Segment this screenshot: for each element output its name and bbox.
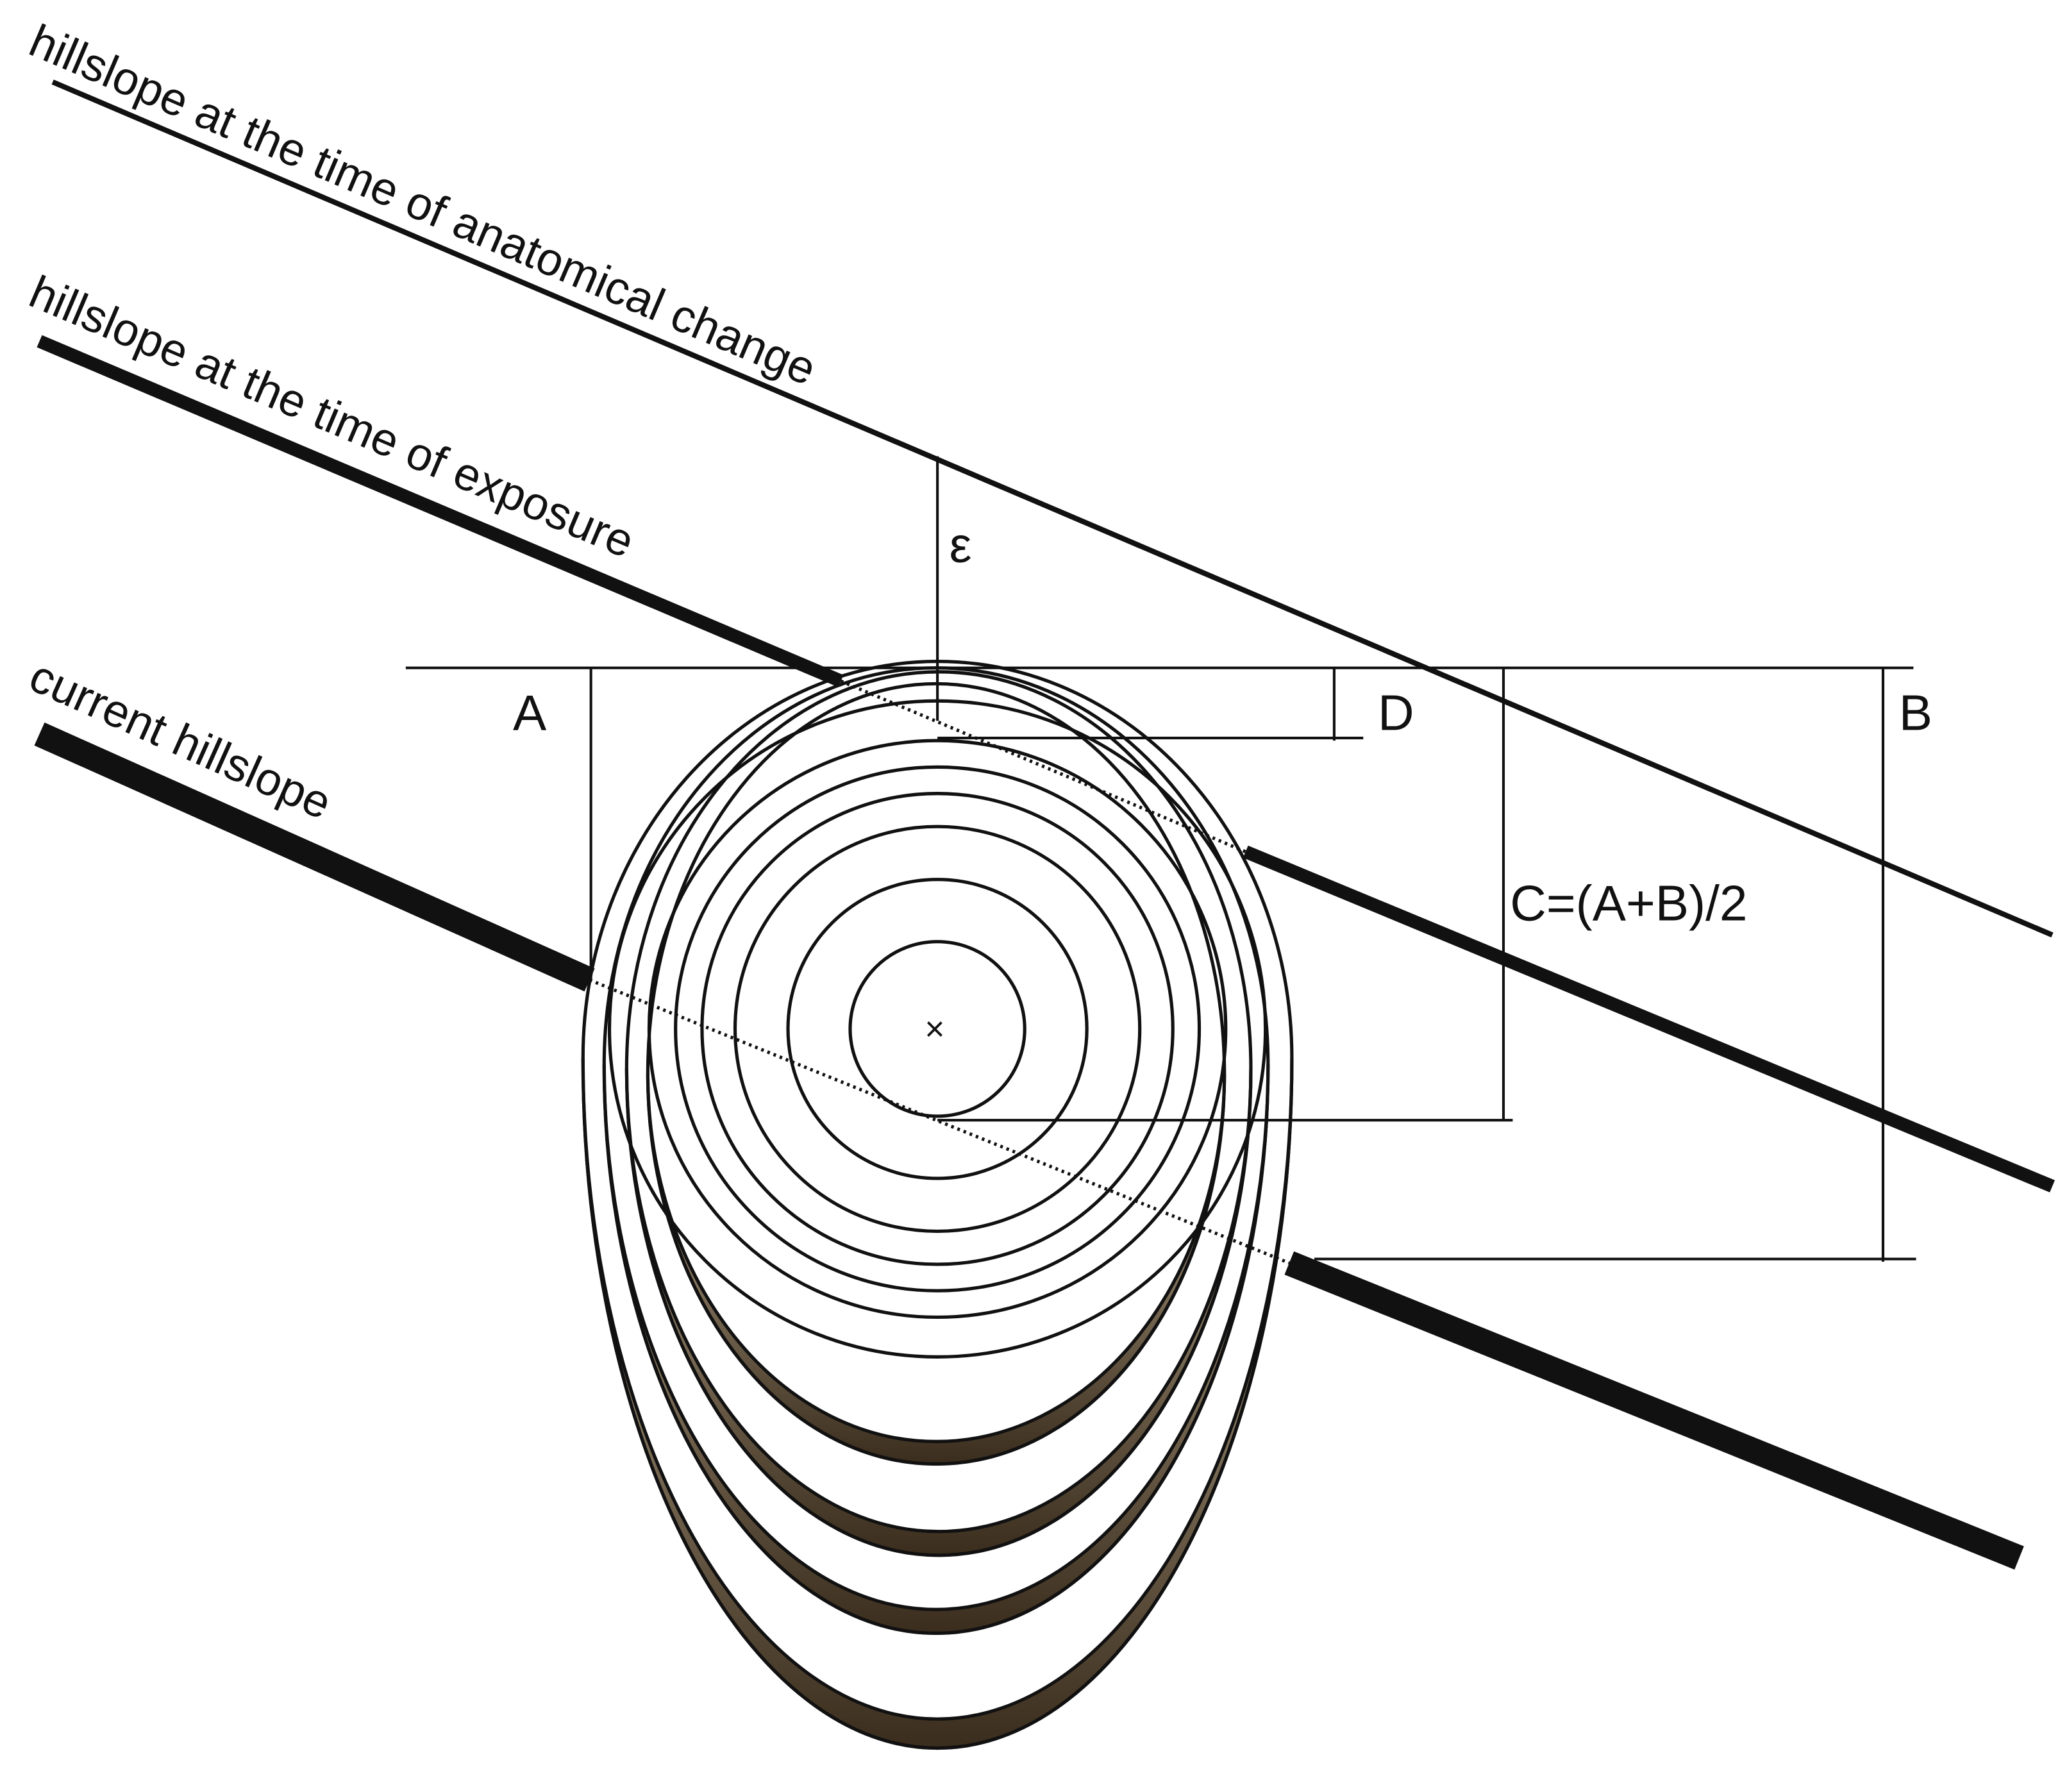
- concentric-ring-1: [848, 940, 1026, 1118]
- concentric-ring-5: [674, 765, 1202, 1293]
- eccentric-ring-4: [581, 659, 1294, 1750]
- concentric-ring-6: [647, 739, 1228, 1319]
- hillslope-anatomical-change-line: [51, 80, 2054, 938]
- current-hillslope-line-left: [34, 722, 595, 992]
- pith-marker: ×: [925, 1010, 944, 1048]
- concentric-ring-4: [700, 792, 1175, 1266]
- reaction-wood-crescents: [581, 1058, 1294, 1750]
- label-a: A: [513, 685, 547, 741]
- eccentric-ring-3: [602, 666, 1270, 1635]
- hillslope-exposure-dotted: [840, 679, 1246, 853]
- concentric-ring-3: [733, 825, 1142, 1233]
- label-d: D: [1378, 685, 1414, 741]
- measurement-lines: [405, 456, 1916, 1262]
- label-c-formula: C=(A+B)/2: [1510, 875, 1747, 932]
- concentric-rings: [607, 699, 1268, 1359]
- eccentric-rings: [581, 659, 1294, 1750]
- eccentric-ring-2: [624, 670, 1253, 1557]
- label-b: B: [1899, 685, 1932, 741]
- label-hillslope-exposure: hillslope at the time of exposure: [22, 267, 642, 568]
- hillslope-exposure-line-left: [37, 335, 844, 687]
- label-epsilon: ε: [950, 517, 972, 573]
- hillslope-exposure-line-right: [1243, 845, 2055, 1193]
- concentric-ring-2: [786, 878, 1089, 1180]
- reaction-wood-crescent-1: [646, 1073, 1227, 1466]
- eccentric-ring-1: [646, 682, 1227, 1466]
- reaction-wood-crescent-4: [581, 1058, 1294, 1750]
- current-hillslope-line-right: [1284, 1251, 2024, 1570]
